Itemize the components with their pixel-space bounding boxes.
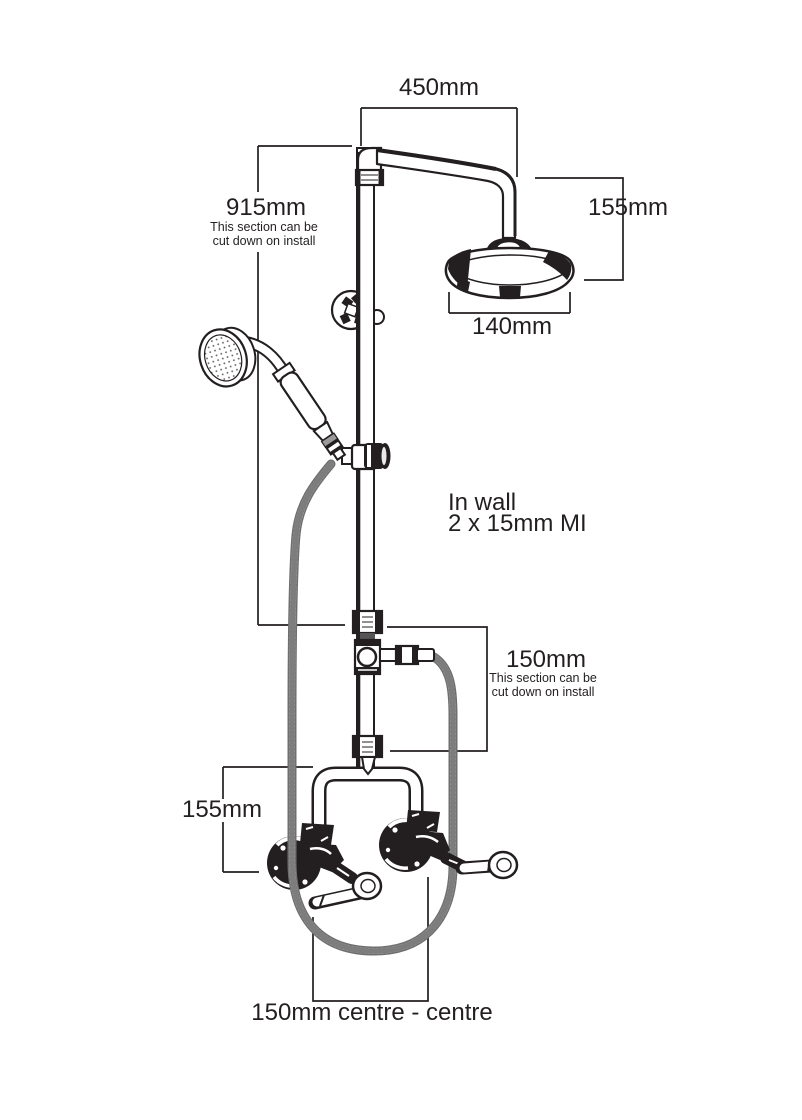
dimension-lines bbox=[222, 107, 624, 1002]
breech-loop bbox=[311, 766, 424, 826]
dim-centres-bracket bbox=[312, 877, 429, 1002]
right-valve bbox=[406, 810, 519, 880]
dim-150mm-note: This section can be cut down on install bbox=[489, 671, 597, 699]
dim-155mm-bottom-label: 155mm bbox=[181, 796, 263, 823]
union-nut bbox=[351, 609, 384, 640]
dim-150mm-note-line2: cut down on install bbox=[491, 685, 595, 699]
shower-hose bbox=[287, 459, 458, 956]
dim-915mm-note-line2: cut down on install bbox=[212, 234, 316, 248]
dim-centres-label: 150mm centre - centre bbox=[251, 999, 493, 1026]
dim-155mm-top-label: 155mm bbox=[587, 194, 669, 221]
dim-155-bottom-bracket bbox=[222, 766, 313, 873]
dim-150-bracket bbox=[387, 626, 488, 752]
in-wall-line2: 2 x 15mm MI bbox=[448, 510, 587, 537]
dim-140-bracket bbox=[448, 292, 571, 314]
in-wall-line1: In wall bbox=[448, 489, 517, 516]
dim-155-top-bracket bbox=[535, 177, 624, 281]
dim-915-bracket bbox=[257, 145, 352, 626]
shower-head bbox=[444, 238, 575, 300]
slider-clamp bbox=[341, 443, 391, 471]
dim-140mm-label: 140mm bbox=[471, 313, 553, 340]
dim-915mm-label: 915mm bbox=[225, 194, 307, 221]
hand-shower bbox=[198, 326, 347, 462]
dim-150mm-note-line1: This section can be bbox=[489, 671, 597, 685]
dim-915mm-note-line1: This section can be bbox=[210, 220, 318, 234]
diverter-tee bbox=[353, 638, 435, 676]
dim-450-bracket bbox=[360, 107, 518, 177]
in-wall-annotation: In wall 2 x 15mm MI bbox=[448, 489, 587, 537]
dim-150mm-label: 150mm bbox=[505, 646, 587, 673]
shower-arm bbox=[354, 146, 517, 240]
dim-915mm-note: This section can be cut down on install bbox=[210, 220, 318, 248]
left-valve bbox=[300, 823, 383, 910]
dim-450mm-label: 450mm bbox=[398, 74, 480, 101]
bottom-union-nut bbox=[351, 734, 384, 776]
